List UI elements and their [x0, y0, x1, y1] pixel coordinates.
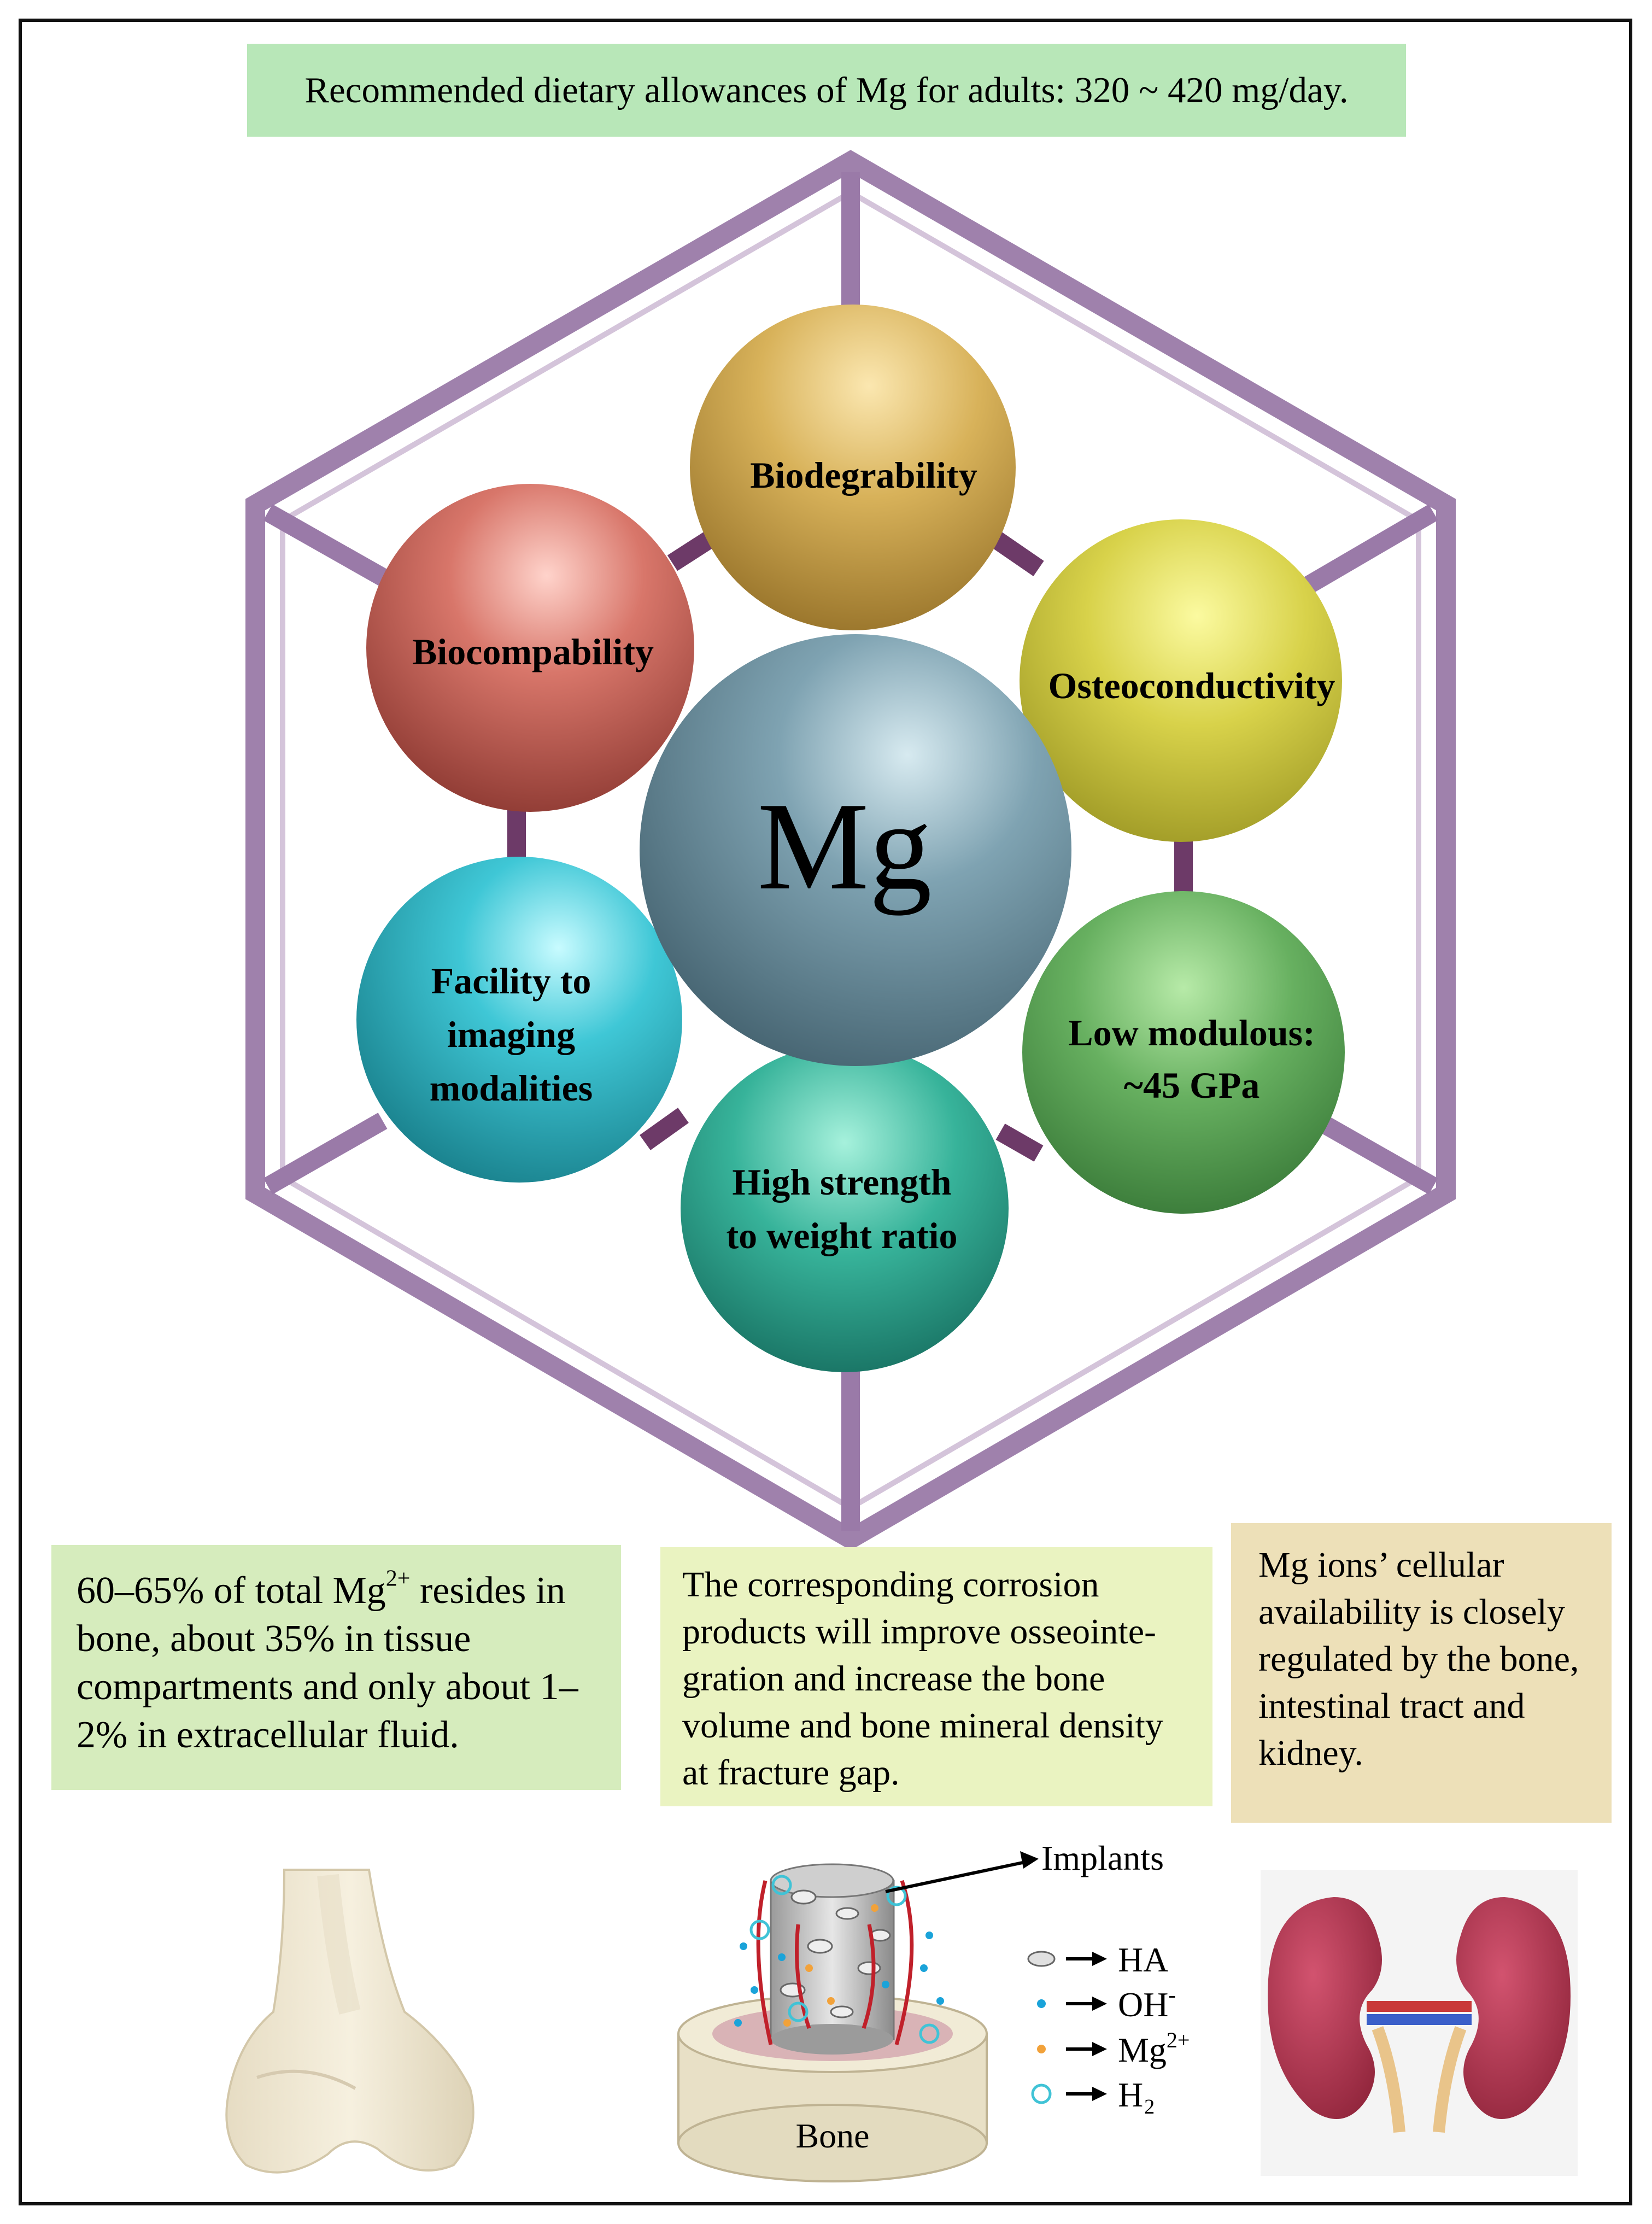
- label-facility-imaging: Facility to imaging modalities: [430, 960, 593, 1109]
- bone-label: Bone: [795, 2116, 869, 2155]
- mg-distribution-text: 60–65% of total Mg: [77, 1570, 386, 1612]
- implant-diagram: Implants Bone: [677, 1839, 1164, 2182]
- property-label-line: Facility to: [431, 960, 591, 1002]
- label-biocompability: Biocompability: [412, 631, 654, 672]
- property-label-line: modalities: [430, 1067, 593, 1109]
- property-label-line: Biodegrability: [750, 454, 977, 496]
- mg-ion-charge: 2+: [385, 1566, 411, 1591]
- label-low-modulous: Low modulous: ~45 GPa: [1068, 1012, 1315, 1106]
- sphere-facility-imaging: [356, 857, 682, 1183]
- property-label-line: Biocompability: [412, 631, 654, 672]
- sphere-biocompability: [366, 484, 694, 812]
- implant-legend: HA OH- Mg2+ H₂: [1027, 1940, 1190, 2114]
- legend-superscript: -: [1168, 1982, 1175, 2007]
- mg-distribution-note: 60–65% of total Mg2+ resides in bone, ab…: [51, 1545, 621, 1790]
- implants-label: Implants: [1041, 1839, 1164, 1877]
- legend-label: OH-: [1118, 1982, 1176, 2024]
- femur-bone-illustration: [225, 1869, 474, 2174]
- center-mg-label: Mg: [757, 776, 932, 916]
- sphere-low-modulous: [1022, 891, 1345, 1214]
- legend-label: Mg2+: [1118, 2028, 1190, 2069]
- mg-regulation-note: Mg ions’ cellular availability is closel…: [1231, 1523, 1612, 1823]
- kidney-illustration: [1261, 1870, 1578, 2176]
- property-label-line: ~45 GPa: [1124, 1064, 1260, 1106]
- sphere-osteoconductivity: [1020, 519, 1342, 842]
- sphere-high-strength: [681, 1044, 1009, 1372]
- legend-superscript: 2+: [1167, 2028, 1190, 2052]
- label-high-strength: High strength to weight ratio: [726, 1161, 957, 1256]
- dietary-allowance-banner: Recommended dietary allowances of Mg for…: [247, 44, 1406, 137]
- property-label-line: Osteoconductivity: [1048, 665, 1335, 706]
- property-label-line: Low modulous:: [1068, 1012, 1315, 1054]
- label-osteoconductivity: Osteoconductivity: [1048, 665, 1335, 706]
- legend-ha: HA: [1027, 1940, 1168, 1979]
- legend-mg: Mg2+: [1037, 2028, 1190, 2069]
- legend-label: H₂: [1118, 2075, 1156, 2114]
- legend-h2: H₂: [1031, 2075, 1156, 2114]
- property-label-line: High strength: [732, 1161, 951, 1203]
- legend-label: HA: [1118, 1940, 1168, 1979]
- mg-distribution-text-rest: resides in bone, about 35% in tissue com…: [77, 1570, 578, 1756]
- legend-oh: OH-: [1037, 1982, 1176, 2024]
- sphere-biodegrability: [690, 305, 1016, 630]
- property-label-line: to weight ratio: [726, 1215, 957, 1256]
- label-biodegrability: Biodegrability: [750, 454, 977, 496]
- figure-frame: [19, 19, 1632, 2205]
- property-label-line: imaging: [447, 1014, 575, 1055]
- corrosion-products-note: The corresponding corrosion products wil…: [660, 1547, 1212, 1806]
- sphere-mg-center: [640, 634, 1071, 1066]
